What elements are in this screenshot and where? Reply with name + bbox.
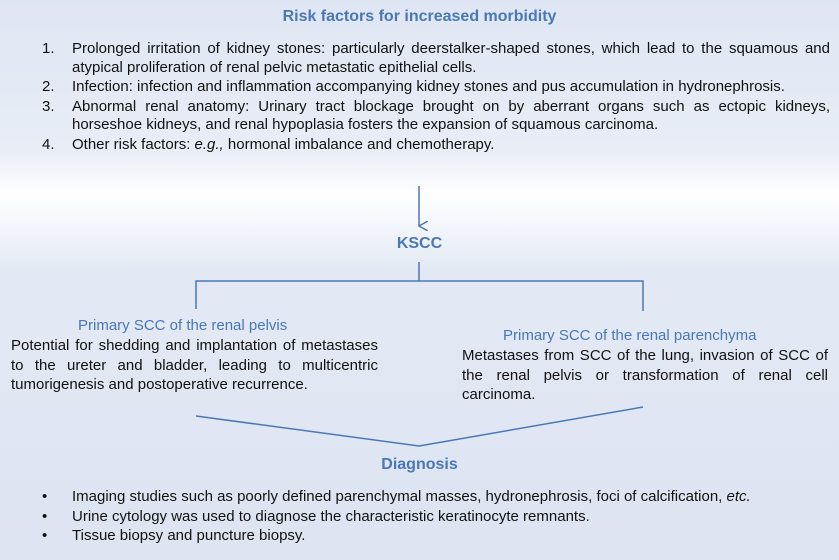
text-segment: Prolonged irritation of kidney stones: p… [72,40,830,76]
left-branch-text: Potential for shedding and implantation … [11,337,378,393]
list-number: 4. [42,135,55,153]
list-number: 2. [42,78,55,95]
text-segment: Infection: infection and inflammation ac… [72,78,785,95]
right-converge-line [418,406,644,447]
risk-factors-list: 1. Prolonged irritation of kidney stones:… [40,40,830,155]
italic-text: etc. [726,488,751,505]
diagnosis-item: • Tissue biopsy and puncture biopsy. [40,526,830,546]
risk-factors-title: Risk factors for increased morbidity [282,8,557,25]
diagnosis-list: • Imaging studies such as poorly defined … [40,487,830,546]
bullet-icon: • [42,527,48,544]
kscc-label: KSCC [396,235,443,252]
text-segment: Other risk factors: [72,135,195,153]
italic-text: e.g., [194,135,224,153]
list-number: 3. [42,97,55,115]
text-segment: Tissue biopsy and puncture biopsy. [72,527,306,544]
risk-factor-item: 2. Infection: infection and inflammation … [40,78,830,97]
bullet-icon: • [42,507,48,525]
text-segment: Abnormal renal anatomy: Urinary tract bl… [72,97,830,134]
risk-factor-item: 3. Abnormal renal anatomy: Urinary tract … [40,98,830,135]
right-branch-title: Primary SCC of the renal parenchyma [503,327,757,344]
branch-bracket [195,280,644,311]
diagnosis-item: • Imaging studies such as poorly defined … [40,487,830,507]
text-segment: hormonal imbalance and chemotherapy. [223,135,495,153]
list-number: 1. [42,40,55,57]
text-segment: Imaging studies such as poorly defined p… [72,488,727,505]
right-branch-text: Metastases from SCC of the lung, invasio… [462,347,828,403]
bullet-icon: • [42,488,48,505]
left-branch-title: Primary SCC of the renal pelvis [78,317,288,334]
diagnosis-item: • Urine cytology was used to diagnose the… [40,507,830,527]
risk-factor-item: 1. Prolonged irritation of kidney stones:… [40,40,830,77]
text-segment: Urine cytology was used to diagnose the … [72,507,590,525]
left-converge-line [195,415,420,447]
diagnosis-title: Diagnosis [381,456,458,473]
risk-factor-item: 4. Other risk factors: e.g., hormonal imb… [40,136,830,155]
